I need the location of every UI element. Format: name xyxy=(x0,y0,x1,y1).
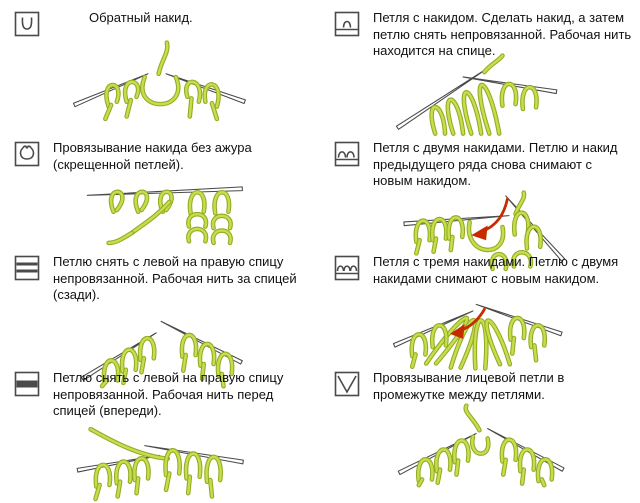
knitting-illustration xyxy=(320,403,640,488)
loop-three-yarnovers-icon xyxy=(334,255,360,281)
legend-entry-loop-with-yarnover: Петля с накидом. Сделать накид, а затем … xyxy=(320,0,640,136)
crossed-loop-icon xyxy=(14,141,40,167)
knitting-illustration xyxy=(320,52,640,136)
knitting-illustration xyxy=(0,305,320,388)
entry-description: Петля с накидом. Сделать накид, а затем … xyxy=(373,10,632,58)
entry-description: Петлю снять с левой на правую спицу непр… xyxy=(53,370,284,418)
knitting-illustration xyxy=(320,189,640,273)
loop-two-yarnovers-icon xyxy=(334,141,360,167)
entry-description: Обратный накид. xyxy=(89,10,193,25)
loop-with-yarnover-icon xyxy=(334,11,360,37)
entry-description: Провязывание накида без ажура (скрещенно… xyxy=(53,140,252,172)
entry-description: Петлю снять с левой на правую спицу непр… xyxy=(53,254,297,302)
legend-entry-knit-between-stitches: Провязывание лицевой петли в промежутке … xyxy=(320,360,640,488)
entry-description: Петля с двумя накидами. Петлю и накид пр… xyxy=(373,140,618,188)
reverse-yarnover-icon xyxy=(14,11,40,37)
knit-between-stitches-icon xyxy=(334,371,360,397)
entry-description: Петля с тремя накидами. Петлю с двумя на… xyxy=(373,254,619,286)
knitting-illustration xyxy=(0,40,320,123)
legend-entry-loop-two-yarnovers: Петля с двумя накидами. Петлю и накид пр… xyxy=(320,130,640,271)
legend-entry-reverse-yarnover: Обратный накид. xyxy=(0,0,320,130)
legend-entry-crossed-loop: Провязывание накида без ажура (скрещенно… xyxy=(0,130,320,246)
slip-stitch-yarn-front-icon xyxy=(14,371,40,397)
knitting-illustration xyxy=(320,288,640,371)
slip-stitch-yarn-back-icon xyxy=(14,255,40,281)
legend-entry-slip-stitch-yarn-back: Петлю снять с левой на правую спицу непр… xyxy=(0,244,320,388)
knitting-illustration xyxy=(0,174,320,256)
knitting-illustration xyxy=(0,421,320,503)
entry-description: Провязывание лицевой петли в промежутке … xyxy=(373,370,565,402)
legend-entry-slip-stitch-yarn-front: Петлю снять с левой на правую спицу непр… xyxy=(0,360,320,501)
legend-entry-loop-three-yarnovers: Петля с тремя накидами. Петлю с двумя на… xyxy=(320,244,640,371)
